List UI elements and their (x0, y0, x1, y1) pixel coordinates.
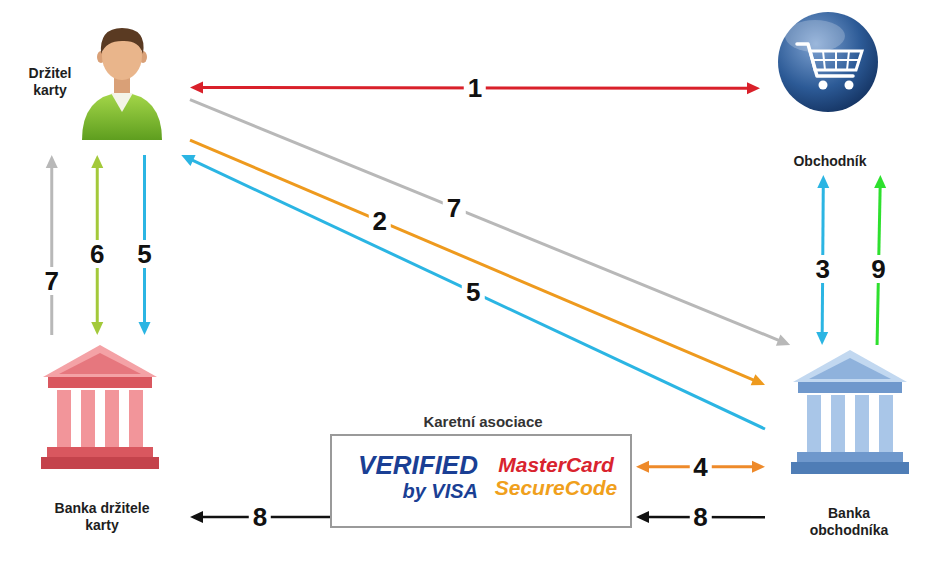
arrowhead (776, 335, 790, 346)
step-number: 9 (867, 255, 889, 283)
step-number: 7 (443, 194, 465, 222)
acquirer-bank-node: Banka obchodníka (765, 345, 933, 555)
connector-arrow (190, 140, 765, 385)
step-number: 5 (462, 278, 484, 306)
step-number: 6 (86, 240, 108, 268)
issuer-bank-node: Banka držitele karty (15, 335, 190, 555)
arrowhead (816, 332, 828, 345)
step-number: 2 (369, 207, 391, 235)
arrowhead (751, 374, 765, 385)
arrowhead (817, 175, 829, 188)
step-number: 4 (689, 453, 711, 481)
arrowhead (91, 155, 103, 168)
connector-line (191, 160, 765, 429)
acquirer-bank-icon (791, 350, 909, 474)
node-label: Držitel karty (20, 65, 80, 99)
step-number: 1 (464, 74, 486, 102)
arrowhead (91, 322, 103, 335)
connector-arrow (46, 155, 58, 335)
logo-text: VERIFIED by VISA (342, 451, 478, 502)
node-label: Banka obchodníka (799, 505, 899, 539)
logo-row: VERIFIED by VISAMasterCard SecureCode (330, 451, 636, 502)
step-number: 8 (689, 503, 711, 531)
arrowhead (190, 511, 203, 523)
association-heading: Karetní asociace (330, 413, 636, 431)
node-label: Banka držitele karty (47, 500, 157, 534)
arrowhead (747, 82, 760, 94)
person-icon (82, 28, 162, 140)
card-association-node: Karetní asociaceVERIFIED by VISAMasterCa… (330, 410, 636, 528)
connector-line (190, 140, 755, 380)
issuer-bank-icon (41, 345, 159, 469)
arrowhead (874, 175, 886, 188)
connector-line (50, 166, 53, 335)
arrowhead (181, 155, 195, 166)
logo-text: MasterCard SecureCode (488, 453, 624, 499)
arrowhead (752, 461, 765, 473)
merchant-node: Obchodník (760, 5, 904, 175)
step-number: 7 (41, 267, 63, 295)
arrowhead (190, 82, 203, 94)
step-number: 5 (133, 240, 155, 268)
connector-arrow (190, 100, 790, 346)
cardholder-node: Držitel karty (15, 20, 190, 155)
connector-arrow (181, 155, 765, 429)
node-label: Obchodník (760, 153, 900, 170)
arrowhead (139, 322, 151, 335)
arrowhead (46, 155, 58, 168)
arrowhead (636, 511, 649, 523)
connector-line (190, 100, 780, 341)
shopping-cart-icon (778, 12, 878, 112)
step-number: 3 (811, 255, 833, 283)
arrowhead (636, 461, 649, 473)
step-number: 8 (249, 503, 271, 531)
